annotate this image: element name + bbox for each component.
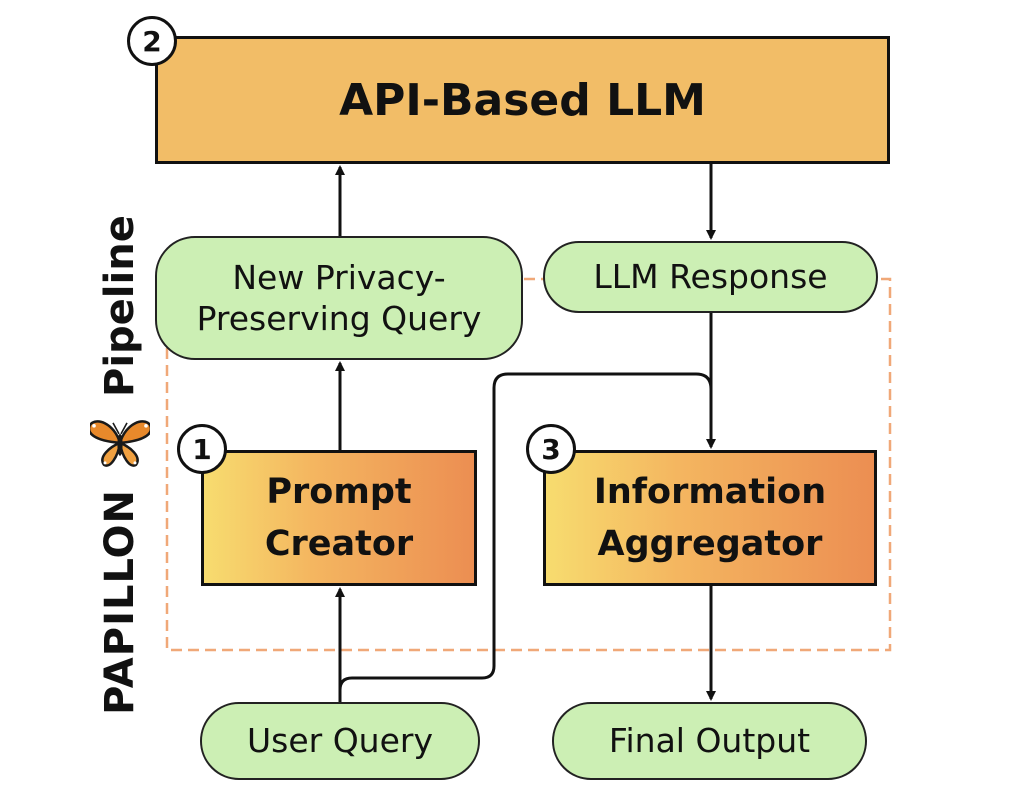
llm-response-node: LLM Response: [543, 241, 878, 313]
final-output-label: Final Output: [608, 721, 811, 761]
pipeline-boundary: [165, 277, 892, 652]
api-based-llm-box: API-Based LLM: [155, 36, 890, 164]
new-privacy-preserving-query-node: New Privacy- Preserving Query: [155, 236, 523, 360]
papillon-name: PAPILLON: [97, 488, 143, 715]
api-based-llm-label: API-Based LLM: [339, 74, 706, 126]
final-output-node: Final Output: [552, 702, 867, 780]
user-query-label: User Query: [247, 721, 433, 761]
step-badge-3: 3: [526, 424, 576, 474]
papillon-pipeline-label: PAPILLON Pipeline: [87, 215, 153, 715]
aggregator-line-2: Aggregator: [597, 524, 823, 564]
user-query-node: User Query: [200, 702, 480, 780]
butterfly-icon: [87, 407, 153, 479]
aggregator-line-1: Information: [593, 471, 827, 512]
new-query-line-1: New Privacy-: [232, 257, 446, 297]
llm-response-label: LLM Response: [593, 257, 828, 297]
arrow-user-query-to-aggregator: [338, 372, 713, 702]
prompt-creator-line-1: Prompt: [266, 471, 412, 512]
step-badge-2: 2: [127, 16, 177, 66]
new-query-line-2: Preserving Query: [196, 299, 482, 338]
step-badge-1: 1: [177, 424, 227, 474]
prompt-creator-box: Prompt Creator: [201, 450, 477, 586]
pipeline-word: Pipeline: [97, 215, 143, 397]
information-aggregator-box: Information Aggregator: [543, 450, 877, 586]
prompt-creator-line-2: Creator: [264, 524, 414, 564]
